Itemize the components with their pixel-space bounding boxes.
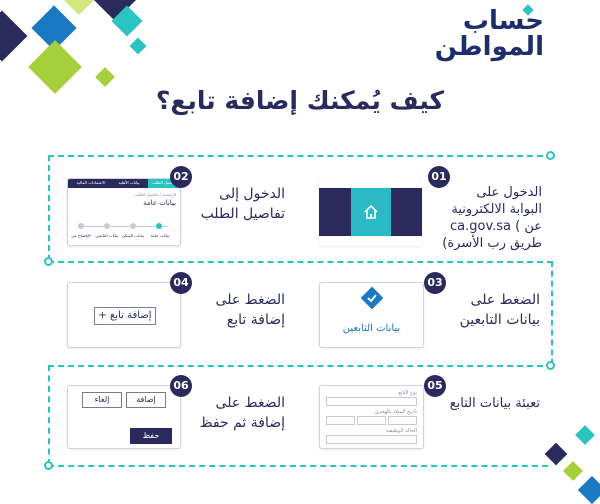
birth-day-field[interactable] — [326, 416, 355, 425]
cancel-button[interactable]: إلغاء — [82, 392, 122, 408]
logo-mark-icon — [522, 4, 536, 18]
screen-step-dot — [156, 223, 162, 229]
screen-breadcrumb: الرئيسية / تفاصيل الطلب — [134, 192, 176, 197]
step-04-screenshot: إضافة تابع + — [67, 282, 181, 348]
step-01-text: الدخول على البوابة الالكترونية ca.gov.sa… — [442, 185, 542, 251]
screen-step-label: بيانات السكن — [121, 233, 145, 238]
connector-line — [48, 261, 553, 263]
step-01-screenshot — [319, 178, 422, 246]
connector-line — [48, 365, 50, 465]
step-number-05: 05 — [424, 375, 446, 397]
decor-diamond-teal-small — [129, 37, 147, 55]
decor-diamond-navy-left — [0, 10, 28, 62]
employment-status-field[interactable] — [326, 435, 417, 444]
screen-step-label: بيانات عامة — [150, 233, 170, 238]
connector-dot — [44, 257, 53, 266]
connector-dot — [546, 361, 555, 370]
screen-tab-bar — [68, 179, 180, 188]
screen-step-dot — [78, 223, 84, 229]
decor-diamond-teal-bottom — [575, 425, 595, 445]
connector-line — [551, 261, 553, 365]
checkmark-icon — [367, 294, 377, 303]
step-number-01: 01 — [428, 166, 450, 188]
connector-line — [48, 465, 548, 467]
birth-month-field[interactable] — [357, 416, 386, 425]
screen-tab: تفاصيل الطلب — [151, 180, 177, 185]
home-tile — [351, 188, 391, 236]
decor-diamond-green-bottom — [563, 461, 583, 481]
decor-diamond-navy-bottom — [544, 442, 568, 466]
connector-dot — [546, 151, 555, 160]
step-06-screenshot: إلغاء إضافة حفظ — [67, 385, 181, 449]
screen-tab: بيانات الأهلية — [118, 180, 140, 185]
field-label: الحالة الوظيفية — [385, 428, 417, 434]
step-06-text: الضغط على إضافة ثم حفظ — [199, 395, 285, 431]
connector-line — [48, 365, 553, 367]
step-03-text: الضغط على بيانات التابعين — [459, 292, 540, 328]
step-05-text: تعبئة بيانات التابع — [449, 396, 540, 411]
add-dependent-button[interactable]: إضافة تابع + — [94, 307, 156, 325]
connector-line — [48, 155, 553, 157]
connector-line — [48, 155, 50, 261]
save-button[interactable]: حفظ — [130, 428, 172, 444]
logo-line-2: المواطن — [434, 32, 544, 62]
screen-heading: بيانات عامة — [143, 199, 176, 207]
step-05-screenshot: نوع التابع تاريخ الميلاد بالهجري الحالة … — [319, 385, 424, 449]
screen-step-dot — [130, 223, 136, 229]
step-02-text: الدخول إلى تفاصيل الطلب — [200, 186, 285, 222]
dependent-type-field[interactable] — [326, 397, 417, 406]
screen-progress-line — [80, 226, 168, 227]
step-number-04: 04 — [170, 272, 192, 294]
screen-step-label: الإفصاح عن — [71, 233, 91, 238]
home-icon — [364, 204, 378, 219]
page-title: كيف يُمكنك إضافة تابع؟ — [155, 86, 445, 115]
screen-step-dot — [104, 223, 110, 229]
add-button[interactable]: إضافة — [126, 392, 166, 408]
step-number-02: 02 — [170, 166, 192, 188]
screen-tab-active — [148, 179, 180, 188]
step-number-03: 03 — [424, 272, 446, 294]
step-04-text: الضغط على إضافة تابع — [215, 292, 285, 328]
screen-step-label: بيانات التابعين — [95, 233, 119, 238]
decor-diamond-green-small — [95, 67, 115, 87]
connector-dot — [44, 461, 53, 470]
step-02-screenshot: تفاصيل الطلب بيانات الأهلية الاعتمادات ا… — [67, 178, 181, 246]
field-label: تاريخ الميلاد بالهجري — [374, 409, 417, 415]
step-03-screenshot: بيانات التابعين — [319, 282, 424, 348]
screen-tab: الاعتمادات المالية — [76, 180, 106, 185]
birth-year-field[interactable] — [388, 416, 417, 425]
field-label: نوع التابع — [398, 390, 417, 396]
dependents-label: بيانات التابعين — [342, 323, 401, 334]
step-number-06: 06 — [170, 375, 192, 397]
